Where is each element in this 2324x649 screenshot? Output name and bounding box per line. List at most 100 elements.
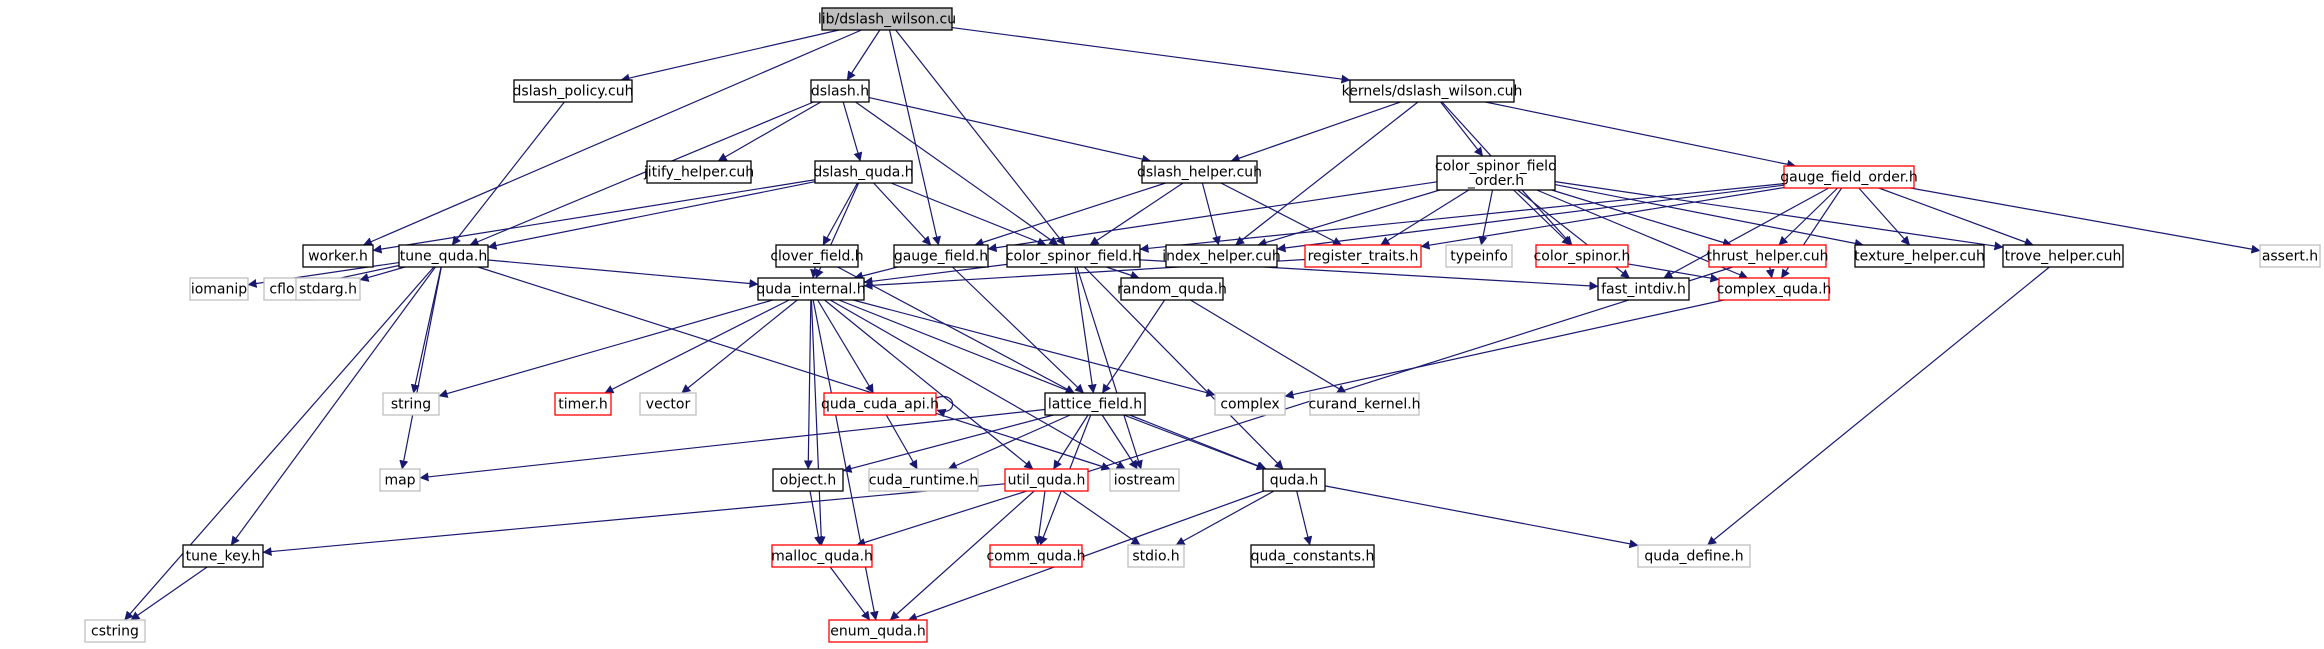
node-label: tune_key.h (186, 549, 261, 565)
node-box (893, 244, 989, 268)
node-label: dslash_quda.h (813, 165, 913, 181)
node-register-traits[interactable]: register_traits.h (1304, 244, 1422, 268)
edge-quda_internal-to-quda_cuda_api (817, 299, 874, 394)
node-label: texture_helper.cuh (1854, 249, 1985, 265)
node-label: object.h (780, 473, 836, 489)
node-thrust-helper[interactable]: thrust_helper.cuh (1706, 244, 1829, 268)
node-label: kernels/dslash_wilson.cuh (1342, 84, 1523, 100)
node-box (302, 244, 374, 268)
node-quda-internal[interactable]: quda_internal.h (756, 277, 866, 301)
node-random-quda[interactable]: random_quda.h (1117, 277, 1227, 301)
node-label-line: quda_cuda_api.h (821, 397, 939, 413)
node-label: complex_quda.h (1717, 282, 1832, 298)
node-box (182, 544, 264, 568)
node-box (1006, 244, 1141, 268)
node-quda-constants[interactable]: quda_constants.h (1250, 544, 1375, 568)
edge-color_spinor_field-to-quda_h (1083, 266, 1284, 470)
node-jitify[interactable]: jitify_helper.cuh (643, 160, 754, 184)
edge-dslash_quda-to-worker (372, 179, 816, 254)
node-label: stdio.h (1132, 549, 1179, 565)
node-root[interactable]: lib/dslash_wilson.cu (818, 7, 956, 31)
node-trove-helper[interactable]: trove_helper.cuh (2002, 244, 2124, 268)
edge-csfo-to-trove_helper (1554, 181, 2004, 251)
node-clover-field[interactable]: clover_field.h (770, 244, 864, 268)
node-fast-intdiv[interactable]: fast_intdiv.h (1597, 277, 1690, 301)
edge-root-to-dslash_policy (620, 29, 840, 83)
node-box (823, 392, 937, 416)
node-lattice-field[interactable]: lattice_field.h (1044, 392, 1146, 416)
node-label-line: quda.h (1270, 473, 1319, 489)
edge-root-to-worker (363, 29, 862, 246)
node-label-line: complex (1220, 397, 1279, 413)
node-object[interactable]: object.h (772, 468, 844, 492)
node-label-line: color_spinor_field (1435, 159, 1557, 175)
edge-lattice_field-to-object (842, 414, 1054, 473)
node-gauge-field[interactable]: gauge_field.h (893, 244, 989, 268)
node-box (2259, 244, 2321, 268)
node-box (775, 244, 859, 268)
node-gfo[interactable]: gauge_field_order.h (1780, 165, 1918, 189)
node-complex-quda[interactable]: complex_quda.h (1717, 277, 1832, 301)
node-dslash-helper[interactable]: dslash_helper.cuh (1137, 160, 1262, 184)
node-label-line: object.h (780, 473, 836, 489)
node-dslash-policy[interactable]: dslash_policy.cuh (513, 79, 634, 103)
edge-root-to-kernels_dw (951, 26, 1351, 84)
node-label: iostream (1114, 473, 1176, 489)
node-comm-quda[interactable]: comm_quda.h (986, 544, 1086, 568)
edge-color_spinor-to-complex_quda (1627, 263, 1720, 283)
edge-quda_internal-to-malloc_quda (810, 299, 826, 546)
node-color-spinor[interactable]: color_spinor.h (1534, 244, 1631, 268)
node-box (379, 468, 421, 492)
node-box (1309, 392, 1420, 416)
node-label: assert.h (2262, 249, 2318, 265)
node-worker[interactable]: worker.h (302, 244, 374, 268)
node-quda-cuda-api[interactable]: quda_cuda_api.h (821, 392, 939, 416)
node-box (1214, 392, 1286, 416)
node-index-helper[interactable]: index_helper.cuh (1162, 244, 1281, 268)
edge-gauge_field-to-quda_internal (853, 266, 898, 281)
node-label: trove_helper.cuh (2005, 249, 2122, 265)
edge-gfo-to-texture_helper (1858, 187, 1911, 246)
edge-root-to-gauge_field (888, 29, 941, 246)
node-csfo[interactable]: color_spinor_field_order.h (1435, 155, 1557, 191)
node-label-line: tune_key.h (186, 549, 261, 565)
edge-malloc_quda-to-enum_quda (829, 566, 871, 621)
node-label-line: color_spinor.h (1534, 249, 1631, 265)
edge-random_quda-to-curand_kernel (1190, 299, 1347, 394)
node-label-line: dslash_helper.cuh (1137, 165, 1262, 181)
node-dslash-quda[interactable]: dslash_quda.h (813, 160, 914, 184)
node-label-line: vector (646, 397, 691, 413)
node-enum-quda[interactable]: enum_quda.h (828, 619, 928, 643)
node-label: jitify_helper.cuh (643, 165, 754, 181)
edge-dslash_h-to-dslash_helper (868, 96, 1152, 164)
node-assert: assert.h (2259, 244, 2321, 268)
node-box (2002, 244, 2124, 268)
node-label-line: iostream (1114, 473, 1176, 489)
edge-csfo-to-typeinfo (1478, 189, 1494, 246)
node-kernels-dw[interactable]: kernels/dslash_wilson.cuh (1342, 79, 1523, 103)
node-tune-quda[interactable]: tune_quda.h (398, 244, 489, 268)
edge-csfo-to-thrust_helper (1551, 189, 1732, 247)
node-label-line: gauge_field.h (894, 249, 988, 265)
node-label-line: typeinfo (1450, 249, 1508, 265)
node-timer[interactable]: timer.h (554, 392, 612, 416)
node-color-spinor-field[interactable]: color_spinor_field.h (1006, 244, 1141, 268)
node-box (1854, 244, 1985, 268)
edge-lattice_field-to-quda_h (1123, 414, 1266, 471)
node-dslash-h[interactable]: dslash.h (810, 79, 870, 103)
node-label-line: assert.h (2262, 249, 2318, 265)
edge-dslash_quda-to-tune_quda (487, 181, 816, 250)
node-iostream: iostream (1109, 468, 1180, 492)
edge-dslash_helper-to-color_spinor_field (1089, 182, 1184, 246)
node-label-line: fast_intdiv.h (1601, 282, 1686, 298)
node-util-quda[interactable]: util_quda.h (1004, 468, 1089, 492)
node-malloc-quda[interactable]: malloc_quda.h (771, 544, 873, 568)
edge-tune_quda-to-map (399, 266, 442, 470)
node-tune-key[interactable]: tune_key.h (182, 544, 264, 568)
node-quda-h[interactable]: quda.h (1262, 468, 1326, 492)
node-box (1637, 544, 1751, 568)
edge-lattice_field-to-cuda_runtime (947, 414, 1071, 470)
node-texture-helper[interactable]: texture_helper.cuh (1854, 244, 1985, 268)
edge-tune_quda-to-tune_key (230, 266, 436, 546)
edge-gfo-to-assert (1910, 187, 2261, 254)
